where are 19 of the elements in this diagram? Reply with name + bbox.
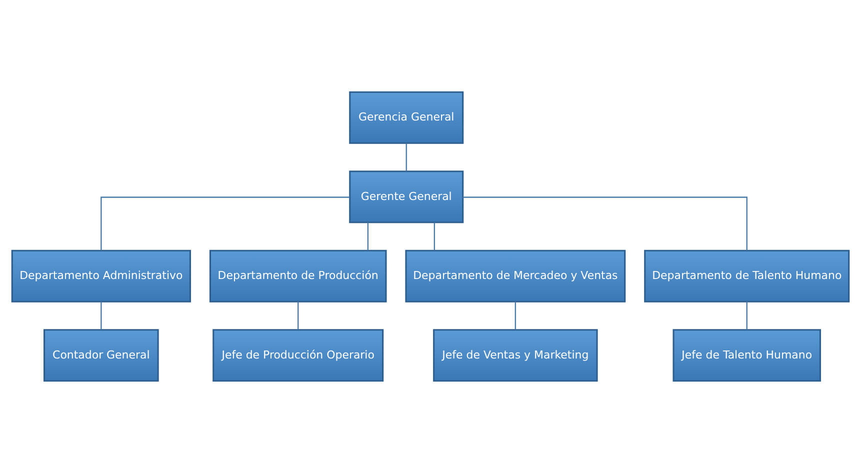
connector xyxy=(100,302,102,330)
node-box: Gerencia General xyxy=(349,91,464,144)
node-box: Departamento de Talento Humano xyxy=(644,250,850,302)
connector xyxy=(434,222,436,250)
node-box: Gerente General xyxy=(349,170,464,224)
connector xyxy=(298,302,299,330)
connector xyxy=(746,302,748,330)
connector xyxy=(367,222,369,250)
connector xyxy=(514,302,516,330)
node-box: Departamento de Producción xyxy=(209,250,387,302)
connector xyxy=(462,196,748,251)
node-box: Departamento de Mercadeo y Ventas xyxy=(405,250,626,302)
connector xyxy=(406,143,407,172)
node-box: Jefe de Producción Operario xyxy=(212,329,384,382)
node-box: Contador General xyxy=(44,329,159,382)
connector xyxy=(100,196,350,251)
node-box: Jefe de Talento Humano xyxy=(672,329,822,382)
node-box: Departamento Administrativo xyxy=(11,250,191,302)
node-box: Jefe de Ventas y Marketing xyxy=(433,329,598,382)
